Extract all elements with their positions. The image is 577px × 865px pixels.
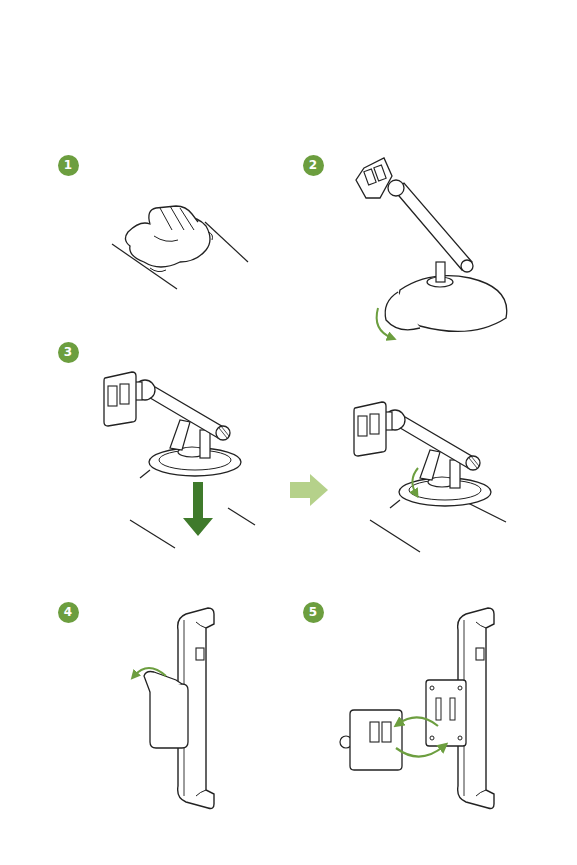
callout-number: 1 bbox=[64, 159, 72, 171]
callout-number: 3 bbox=[64, 346, 72, 358]
mount-press-figure bbox=[104, 372, 255, 548]
step-badge: 3 bbox=[58, 342, 79, 363]
next-arrow bbox=[290, 474, 328, 506]
step-badge: 1 bbox=[58, 155, 79, 176]
wipe-figure bbox=[112, 206, 248, 289]
mount-rotate-figure bbox=[356, 158, 507, 338]
step-badge: 5 bbox=[303, 602, 324, 623]
mount-lock-figure bbox=[354, 402, 506, 552]
callout-number: 5 bbox=[309, 606, 317, 618]
step-badge: 2 bbox=[303, 155, 324, 176]
callout-number: 4 bbox=[64, 606, 72, 618]
callout-number: 2 bbox=[309, 159, 317, 171]
badge-fill bbox=[303, 155, 324, 176]
step-badge: 4 bbox=[58, 602, 79, 623]
badge-fill bbox=[303, 602, 324, 623]
badge-fill bbox=[58, 155, 79, 176]
cradle-peel-figure bbox=[134, 608, 214, 809]
badge-fill bbox=[58, 342, 79, 363]
cradle-attach-figure bbox=[340, 608, 494, 809]
badge-fill bbox=[58, 602, 79, 623]
